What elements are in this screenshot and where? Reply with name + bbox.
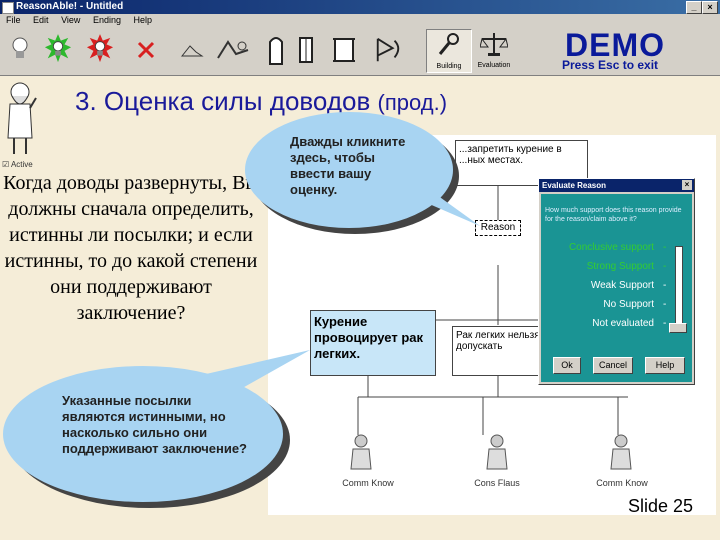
menu-file[interactable]: File	[6, 15, 21, 25]
active-checkbox[interactable]: ☑ Active	[2, 160, 33, 169]
dash-4: -	[663, 299, 667, 310]
window-title: ReasonAble! - Untitled	[16, 1, 124, 12]
support-slider-thumb[interactable]	[669, 323, 687, 333]
dialog-body: How much support does this reason provid…	[541, 194, 692, 382]
demo-subtitle: Press Esc to exit	[562, 58, 659, 72]
persona-icon	[486, 434, 508, 470]
dialog-title: Evaluate Reason	[542, 181, 607, 190]
slide-title-suffix: (прод.)	[377, 90, 448, 115]
slide-body-text: Когда доводы развернуты, Вы должны снача…	[3, 172, 259, 324]
menu-ending[interactable]: Ending	[92, 15, 121, 25]
support-slider-track[interactable]	[675, 246, 683, 332]
active-checkbox-label: Active	[10, 160, 33, 169]
ok-button[interactable]: Ok	[553, 357, 581, 374]
lightbulb-icon[interactable]	[6, 31, 34, 69]
building-label: Building	[436, 63, 462, 70]
dialog-question: How much support does this reason provid…	[545, 207, 682, 223]
minimize-button[interactable]: _	[686, 1, 702, 14]
slide-title-main: 3. Оценка силы доводов	[75, 86, 371, 116]
evaluation-tool-button[interactable]: Evaluation	[472, 29, 516, 71]
menu-help[interactable]: Help	[133, 15, 152, 25]
premise-box-left[interactable]: Курение провоцирует рак легких.	[310, 310, 436, 376]
option-none[interactable]: No Support	[603, 299, 654, 310]
pillar-icon[interactable]	[262, 31, 290, 69]
dash-5: -	[663, 318, 667, 329]
red-lightbulb-icon[interactable]	[86, 31, 114, 69]
menu-view[interactable]: View	[61, 15, 81, 25]
dialog-titlebar: Evaluate Reason ×	[539, 179, 694, 192]
slide-number: Slide 25	[628, 496, 694, 516]
option-not-evaluated[interactable]: Not evaluated	[592, 318, 654, 329]
reason-node[interactable]: Reason	[475, 220, 521, 236]
evaluate-reason-dialog: Evaluate Reason × How much support does …	[538, 178, 695, 385]
socrates-figure-icon	[7, 82, 37, 154]
scroll-icon[interactable]	[330, 31, 358, 69]
persona-icon	[610, 434, 632, 470]
demo-title: DEMO	[565, 27, 665, 63]
objects-icon[interactable]	[214, 31, 252, 69]
flag-icon[interactable]	[374, 31, 402, 69]
callout-top-text: Дважды кликните здесь, чтобы ввести вашу…	[290, 134, 406, 197]
window-titlebar: ReasonAble! - Untitled _ ×	[0, 0, 720, 14]
evaluation-label: Evaluation	[477, 62, 511, 69]
persona-label-2: Cons Flaus	[474, 478, 520, 488]
menu-edit[interactable]: Edit	[33, 15, 49, 25]
cancel-button[interactable]: Cancel	[593, 357, 633, 374]
dash-2: -	[663, 261, 667, 272]
option-weak[interactable]: Weak Support	[590, 280, 654, 291]
persona-label-1: Comm Know	[342, 478, 394, 488]
column-icon[interactable]	[292, 31, 320, 69]
dash-3: -	[663, 280, 667, 291]
premise-box-right[interactable]: Рак легких нельзя допускать	[452, 326, 550, 376]
callout-bottom-text: Указанные посылки являются истинными, но…	[62, 393, 247, 456]
help-button[interactable]: Help	[645, 357, 685, 374]
green-lightbulb-icon[interactable]	[44, 31, 72, 69]
option-conclusive[interactable]: Conclusive support	[568, 242, 654, 253]
app-icon	[2, 2, 14, 14]
persona-icon	[350, 434, 372, 470]
delete-x-icon[interactable]	[132, 31, 160, 69]
persona-label-3: Comm Know	[596, 478, 648, 488]
menu-bar: File Edit View Ending Help	[0, 14, 720, 27]
building-tool-button[interactable]: Building	[426, 29, 472, 73]
dash-1: -	[663, 242, 667, 253]
dialog-close-button[interactable]: ×	[682, 180, 692, 190]
toolbar: Building Evaluation	[0, 27, 720, 76]
option-strong[interactable]: Strong Support	[586, 261, 654, 272]
landscape-icon[interactable]	[178, 31, 206, 69]
close-button[interactable]: ×	[702, 1, 718, 14]
slide-title: 3. Оценка силы доводов (прод.)	[75, 86, 447, 117]
